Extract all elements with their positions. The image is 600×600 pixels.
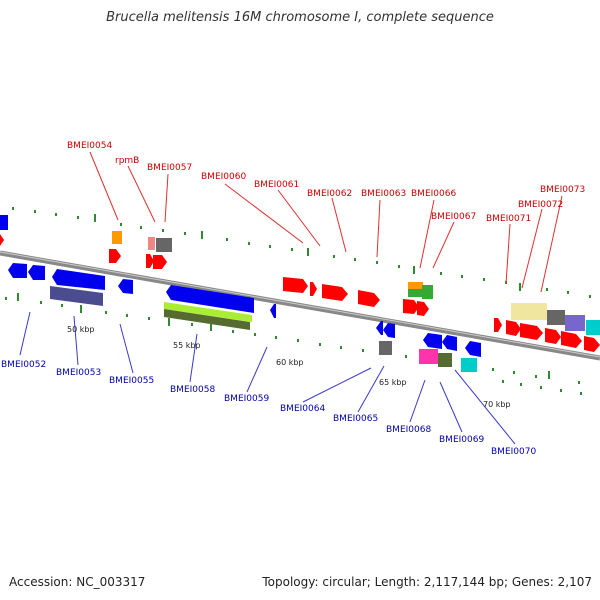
forward-genes bbox=[0, 234, 600, 352]
chromosome-backbone bbox=[0, 250, 600, 361]
reverse-gene-arrow bbox=[376, 321, 383, 335]
reverse-genes bbox=[8, 263, 481, 357]
gene-label[interactable]: BMEI0058 bbox=[170, 385, 215, 395]
reverse-gene-arrow bbox=[28, 265, 45, 280]
forward-gene-arrow bbox=[520, 323, 543, 340]
reverse-gene-arrow bbox=[8, 263, 27, 278]
reverse-gene-arrow bbox=[442, 335, 457, 351]
forward-gene-arrow bbox=[109, 249, 121, 263]
gene-label[interactable]: BMEI0065 bbox=[333, 414, 378, 424]
gene-label[interactable]: BMEI0063 bbox=[361, 189, 406, 199]
gene-label[interactable]: BMEI0064 bbox=[280, 404, 325, 414]
forward-gene-arrow bbox=[146, 254, 154, 268]
gene-label[interactable]: BMEI0072 bbox=[518, 200, 563, 210]
gene-label[interactable]: BMEI0052 bbox=[1, 360, 46, 370]
reverse-gene-arrow bbox=[465, 341, 481, 357]
gene-label[interactable]: BMEI0057 bbox=[147, 163, 192, 173]
forward-gene-arrow bbox=[403, 299, 419, 314]
scale-label: 60 kbp bbox=[276, 358, 304, 367]
scale-labels: 50 kbp 55 kbp 60 kbp 65 kbp 70 kbp bbox=[67, 325, 511, 409]
reverse-features bbox=[50, 286, 477, 372]
accession-text: Accession: NC_003317 bbox=[9, 575, 146, 589]
forward-label-leaders bbox=[89, 151, 563, 293]
forward-gene-arrow bbox=[322, 284, 348, 301]
gene-label[interactable]: BMEI0061 bbox=[254, 180, 299, 190]
forward-gene-labels: BMEI0054 rpmB BMEI0057 BMEI0060 BMEI0061… bbox=[67, 141, 585, 224]
gene-label[interactable]: BMEI0054 bbox=[67, 141, 112, 151]
gene-label[interactable]: BMEI0070 bbox=[491, 447, 536, 457]
gene-label[interactable]: BMEI0067 bbox=[431, 212, 476, 222]
forward-gene-arrow bbox=[310, 282, 317, 296]
gene-label[interactable]: BMEI0062 bbox=[307, 189, 352, 199]
forward-features bbox=[0, 215, 600, 335]
reverse-gene-labels: BMEI0052 BMEI0053 BMEI0055 BMEI0058 BMEI… bbox=[1, 360, 536, 457]
gene-label[interactable]: BMEI0060 bbox=[201, 172, 246, 182]
forward-gene-arrow bbox=[358, 290, 380, 307]
forward-gene-arrow bbox=[545, 328, 561, 344]
scale-label: 65 kbp bbox=[379, 378, 407, 387]
gene-label[interactable]: BMEI0053 bbox=[56, 368, 101, 378]
gene-label[interactable]: BMEI0059 bbox=[224, 394, 269, 404]
forward-gene-arrow bbox=[283, 277, 308, 293]
gene-label[interactable]: BMEI0055 bbox=[109, 376, 154, 386]
gene-label[interactable]: rpmB bbox=[115, 156, 139, 166]
reverse-gene-arrow bbox=[166, 285, 254, 313]
reverse-gene-arrow bbox=[118, 279, 133, 294]
genome-summary-text: Topology: circular; Length: 2,117,144 bp… bbox=[262, 575, 592, 589]
scale-label: 55 kbp bbox=[173, 341, 201, 350]
forward-gene-arrow bbox=[417, 301, 429, 316]
forward-gene-arrow bbox=[494, 318, 502, 332]
reverse-gene-arrow bbox=[423, 333, 442, 349]
gene-label[interactable]: BMEI0071 bbox=[486, 214, 531, 224]
forward-gene-arrow bbox=[0, 234, 4, 246]
gene-label[interactable]: BMEI0068 bbox=[386, 425, 431, 435]
reverse-label-leaders bbox=[19, 311, 516, 445]
gene-label[interactable]: BMEI0066 bbox=[411, 189, 456, 199]
scale-dot-track bbox=[502, 380, 582, 395]
scale-label: 70 kbp bbox=[483, 400, 511, 409]
reverse-gene-arrow bbox=[383, 323, 395, 338]
scale-label: 50 kbp bbox=[67, 325, 95, 334]
forward-gene-arrow bbox=[561, 331, 582, 348]
forward-gene-arrow bbox=[153, 255, 167, 269]
reverse-gene-arrow bbox=[270, 304, 276, 318]
map-title: Brucella melitensis 16M chromosome I, co… bbox=[106, 10, 494, 25]
upper-tick-track bbox=[12, 207, 591, 298]
forward-gene-arrow bbox=[584, 336, 600, 352]
gene-label[interactable]: BMEI0073 bbox=[540, 185, 585, 195]
chromosome-backbone-highlight bbox=[0, 251, 600, 358]
forward-gene-arrow bbox=[506, 320, 521, 336]
reverse-gene-arrow bbox=[52, 269, 105, 290]
gene-label[interactable]: BMEI0069 bbox=[439, 435, 484, 445]
